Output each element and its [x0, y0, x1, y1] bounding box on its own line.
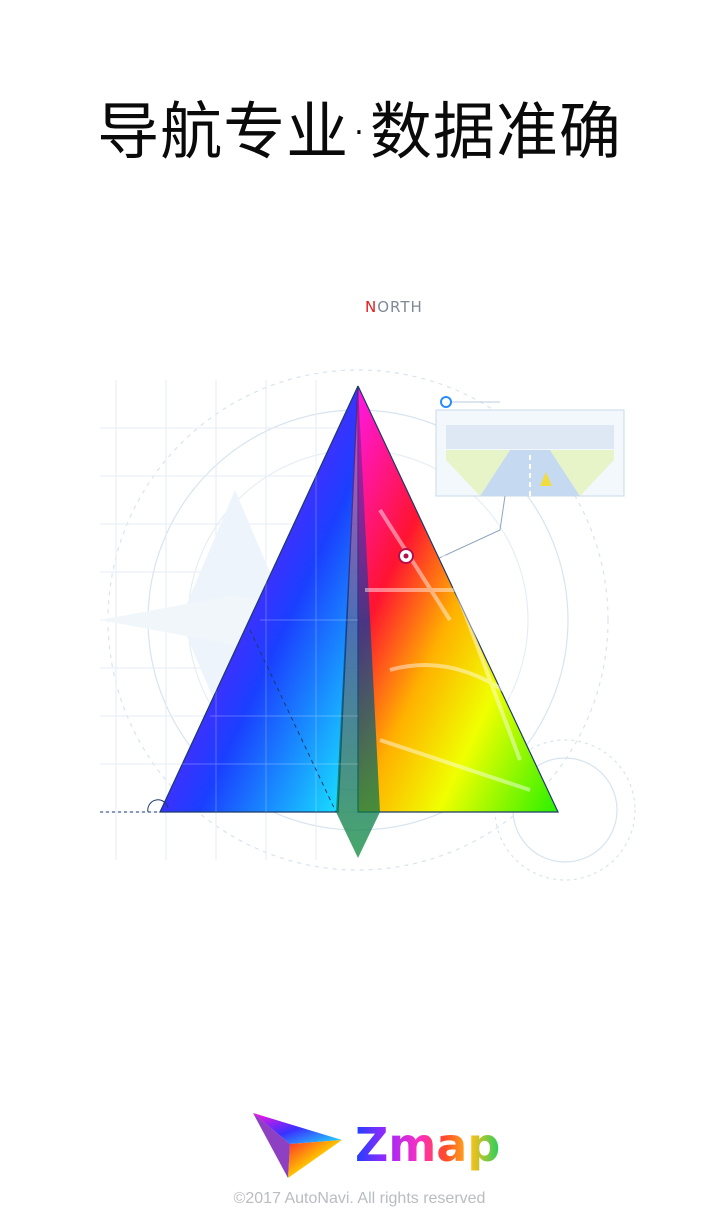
brand-logo: Zmap: [250, 1108, 500, 1180]
north-n-letter: N: [365, 298, 378, 316]
paper-plane-nav-icon: [100, 369, 636, 881]
north-rest-letters: ORTH: [377, 298, 423, 316]
copyright-notice: ©2017 AutoNavi. All rights reserved: [233, 1190, 486, 1207]
north-label: NORTH: [365, 298, 423, 316]
page-headline: 导航专业·数据准确: [97, 95, 622, 168]
paper-plane-logo-icon: [253, 1113, 342, 1178]
brand-name: Zmap: [355, 1118, 501, 1172]
hero-illustration: [60, 290, 700, 910]
